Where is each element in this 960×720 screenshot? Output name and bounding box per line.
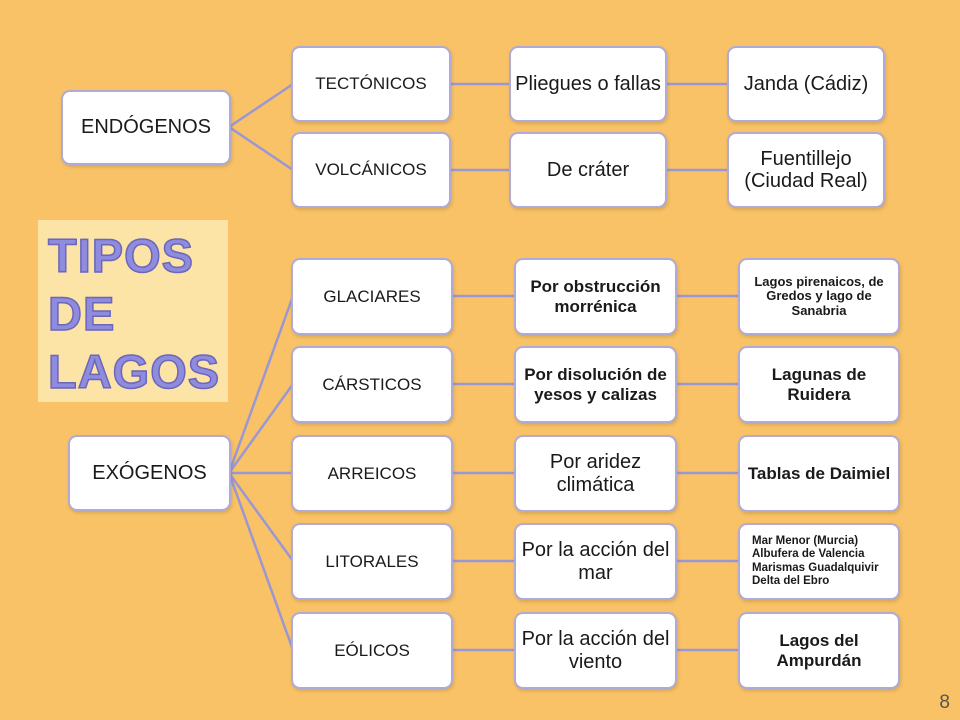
litorales-mechanism-box: Por la acción del mar — [514, 523, 677, 600]
glaciares-example-box: Lagos pirenaicos, de Gredos y lago de Sa… — [738, 258, 900, 335]
volcanicos-box: VOLCÁNICOS — [291, 132, 451, 208]
connector — [227, 295, 295, 474]
title-line-2: DE — [47, 287, 116, 340]
glaciares-mechanism-box: Por obstrucción morrénica — [514, 258, 677, 335]
arreicos-example-box: Tablas de Daimiel — [738, 435, 900, 512]
eolicos-example-box: Lagos del Ampurdán — [738, 612, 900, 689]
carsticos-example-box: Lagunas de Ruidera — [738, 346, 900, 423]
litorales-example-box: Mar Menor (Murcia) Albufera de Valencia … — [738, 523, 900, 600]
connector — [228, 82, 294, 129]
arreicos-box: ARREICOS — [291, 435, 453, 512]
connector — [227, 472, 295, 562]
tectonicos-example-box: Janda (Cádiz) — [727, 46, 885, 122]
title-block: TIPOS DE LAGOS — [38, 220, 228, 402]
litorales-example-item: Albufera de Valencia — [752, 548, 865, 561]
exogenos-box: EXÓGENOS — [68, 435, 231, 511]
arreicos-mechanism-box: Por aridez climática — [514, 435, 677, 512]
tectonicos-box: TECTÓNICOS — [291, 46, 451, 122]
page-number: 8 — [939, 692, 950, 713]
eolicos-box: EÓLICOS — [291, 612, 453, 689]
title-line-1: TIPOS — [47, 229, 195, 282]
connector — [227, 383, 295, 474]
volcanicos-example-box: Fuentillejo (Ciudad Real) — [727, 132, 885, 208]
glaciares-box: GLACIARES — [291, 258, 453, 335]
carsticos-mechanism-box: Por disolución de yesos y calizas — [514, 346, 677, 423]
connector — [227, 472, 295, 651]
tectonicos-mechanism-box: Pliegues o fallas — [509, 46, 667, 122]
endogenos-box: ENDÓGENOS — [61, 90, 231, 165]
litorales-example-item: Mar Menor (Murcia) — [752, 535, 859, 548]
connector — [228, 125, 294, 172]
litorales-box: LITORALES — [291, 523, 453, 600]
volcanicos-mechanism-box: De cráter — [509, 132, 667, 208]
litorales-example-item: Marismas Guadalquivir — [752, 561, 879, 574]
carsticos-box: CÁRSTICOS — [291, 346, 453, 423]
litorales-example-item: Delta del Ebro — [752, 574, 830, 587]
title-line-3: LAGOS — [47, 345, 221, 398]
eolicos-mechanism-box: Por la acción del viento — [514, 612, 677, 689]
